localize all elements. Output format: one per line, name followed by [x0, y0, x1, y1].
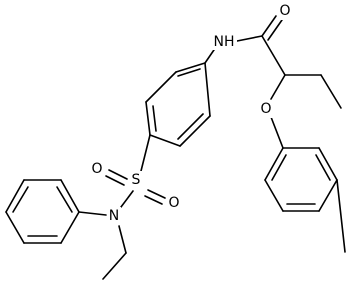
bond-ring-center-1 [175, 62, 206, 73]
bond-ring-phenyl-1 [60, 179, 80, 213]
bond-ring-center-6 [204, 62, 211, 117]
bond-ring-center-4 [149, 134, 181, 147]
bond-ring-tolyl-2 [318, 147, 338, 181]
bond-ring-center-2 [145, 71, 177, 103]
atom-label-ether-o: O [260, 101, 271, 117]
bond-ring-phenyl-4 [5, 211, 25, 244]
bond-ring-phenyl-3 [5, 179, 25, 213]
bond-n-phenyl [78, 211, 107, 216]
bond-s-n [120, 190, 134, 208]
bond-s-o-bottom-2 [144, 195, 163, 205]
bond-tolyl-methyl [336, 179, 346, 253]
bond-ring-tolyl-2b [315, 154, 331, 181]
bond-ring-tolyl-5 [264, 179, 284, 212]
bond-ring-center-3b [152, 105, 157, 132]
bond-ether-o-ring [270, 116, 284, 149]
bond-carbonyl-o-1 [261, 15, 277, 37]
bond-alpha-ether-o [270, 74, 286, 100]
bond-ring-phenyl-1b [56, 186, 73, 213]
atom-label-amine-n: N [109, 208, 119, 224]
bond-ring-s [140, 134, 151, 172]
atom-label-sulfur: S [132, 172, 141, 188]
bond-carbonyl-o-2 [267, 19, 283, 41]
bond-ch2-ch3-n [102, 252, 127, 280]
bond-ch2-ch3 [320, 74, 342, 109]
bond-ring-phenyl-3b [12, 186, 29, 213]
atom-label-nh: NH [214, 34, 235, 50]
bond-ring-tolyl-6 [264, 147, 284, 181]
bond-carbonyl-alpha [261, 35, 286, 76]
atom-labels: NH O O S O O N [90, 2, 292, 225]
bond-ring-phenyl-6 [60, 211, 80, 244]
atom-label-sulfonyl-o-bottom: O [168, 195, 179, 211]
bond-s-o-bottom-1 [147, 189, 166, 199]
atom-label-carbonyl-o: O [279, 3, 290, 19]
bond-ring-tolyl-6b [271, 154, 287, 181]
bond-s-o-top-2 [105, 175, 125, 186]
bond-n-ch2 [118, 225, 127, 254]
bond-s-o-top-1 [108, 169, 128, 180]
atom-label-sulfonyl-o-top: O [91, 161, 102, 177]
bond-ring-center-5b [177, 113, 204, 140]
bond-ring-tolyl-3 [318, 179, 338, 212]
bond-ring-center-5 [179, 115, 211, 147]
bond-ring-center-3 [145, 101, 151, 136]
bond-ring-center-1b [177, 68, 201, 77]
bonds [5, 15, 346, 280]
